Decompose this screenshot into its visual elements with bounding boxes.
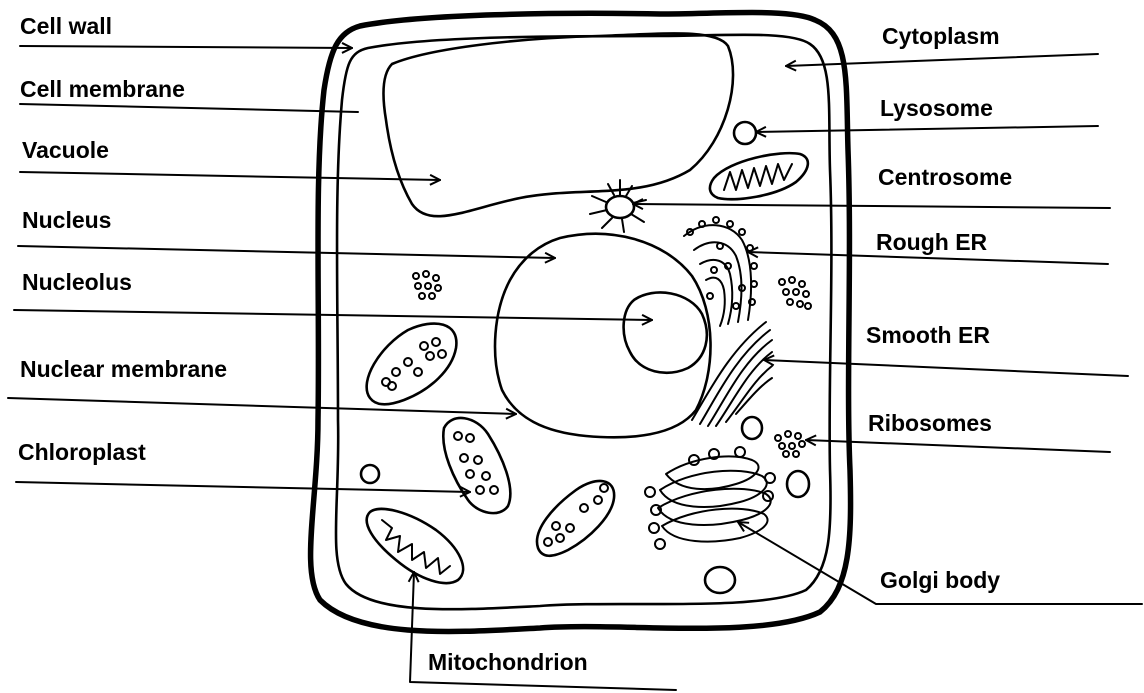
golgi-body (645, 447, 775, 549)
chloroplast-center (443, 418, 510, 513)
label-nuclear-membrane: Nuclear membrane (20, 356, 227, 382)
label-cell-membrane: Cell membrane (20, 76, 185, 102)
lysosome (734, 122, 756, 144)
ribosomes-cluster-left (413, 271, 441, 299)
chloroplast-bottom (537, 481, 614, 556)
mitochondrion-top (710, 153, 808, 199)
smooth-er (692, 322, 772, 426)
label-nucleolus: Nucleolus (22, 269, 132, 295)
label-golgi-body: Golgi body (880, 567, 1000, 593)
nucleus (495, 234, 711, 438)
leader-smooth-er (764, 360, 1128, 376)
leader-cell-membrane (20, 104, 358, 112)
leader-vacuole (20, 172, 440, 180)
label-chloroplast: Chloroplast (18, 439, 146, 465)
label-rough-er: Rough ER (876, 229, 988, 255)
leader-nucleus (18, 246, 555, 258)
label-nucleus: Nucleus (22, 207, 111, 233)
label-cell-wall: Cell wall (20, 13, 112, 39)
nucleolus (624, 292, 707, 372)
label-vacuole: Vacuole (22, 137, 109, 163)
ribosomes-cluster-right (779, 277, 811, 309)
leader-cell-wall (20, 46, 352, 48)
leader-nuclear-membrane (8, 398, 516, 414)
leader-nucleolus (14, 310, 652, 320)
label-lysosome: Lysosome (880, 95, 993, 121)
rough-er (684, 217, 757, 326)
leader-chloroplast (16, 482, 470, 492)
labels: Cell wall Cell membrane Vacuole Nucleus … (18, 13, 1012, 675)
label-centrosome: Centrosome (878, 164, 1012, 190)
label-ribosomes: Ribosomes (868, 410, 992, 436)
label-smooth-er: Smooth ER (866, 322, 990, 348)
label-mitochondrion: Mitochondrion (428, 649, 588, 675)
vacuole (384, 33, 734, 216)
label-cytoplasm: Cytoplasm (882, 23, 1000, 49)
ribosomes-cluster-lower (775, 431, 805, 457)
cell-membrane-outline (336, 35, 831, 610)
leader-cytoplasm (786, 54, 1098, 66)
leader-centrosome (633, 204, 1110, 208)
leader-lysosome (756, 126, 1098, 132)
chloroplast-upper-left (367, 324, 457, 405)
